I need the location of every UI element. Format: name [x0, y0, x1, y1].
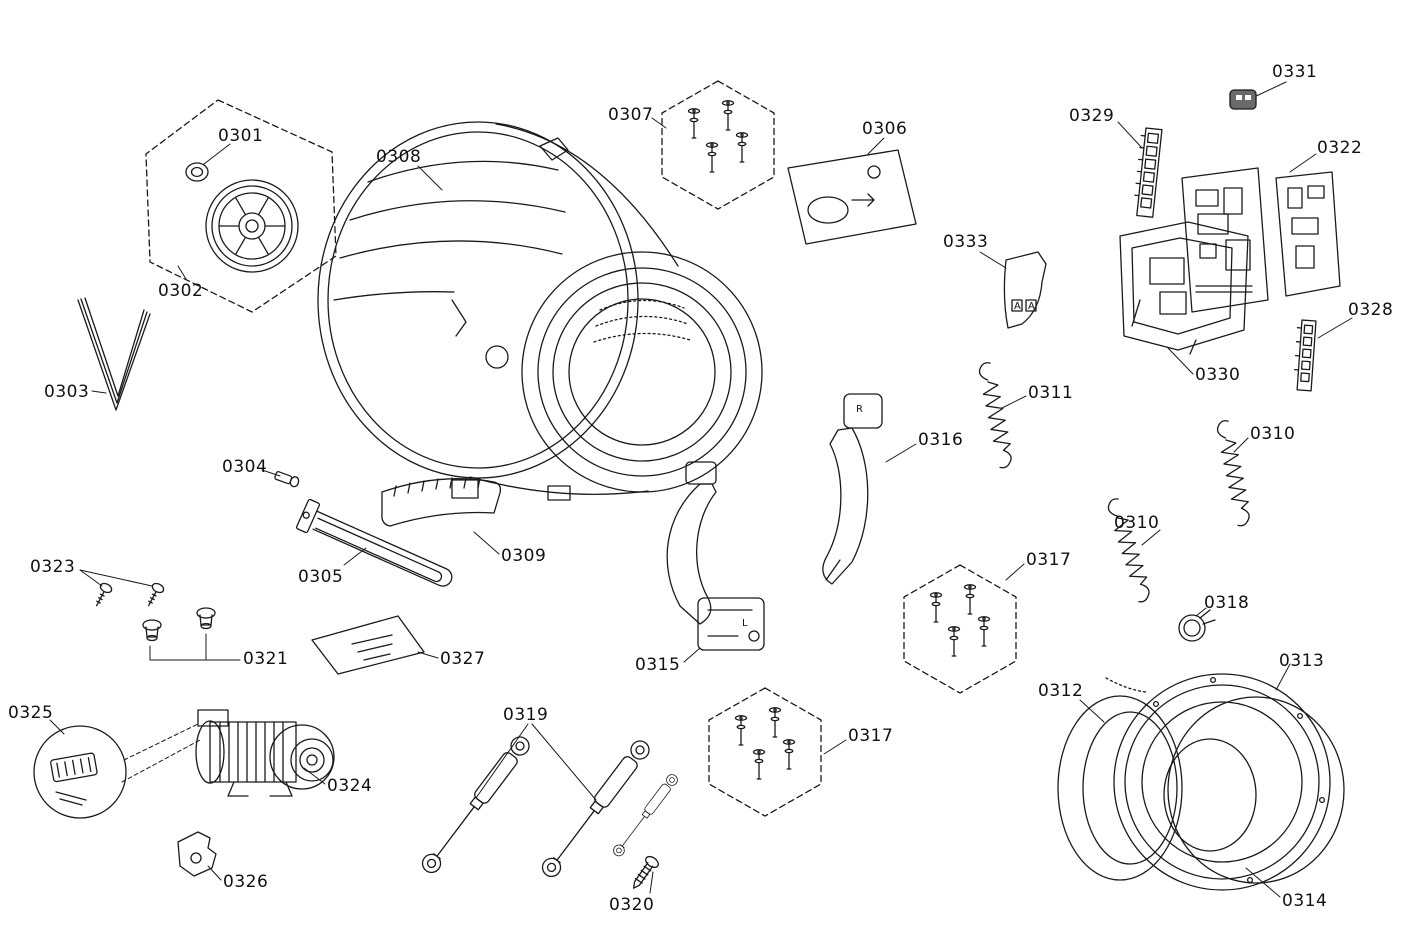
- part-0304-plug: [274, 471, 300, 488]
- part-0308-tub: [317, 121, 763, 501]
- leader-lines: [49, 81, 1353, 898]
- part-0309-vane: [381, 477, 502, 527]
- part-0317-hardware-kit-upper: [904, 565, 1016, 693]
- part-0329-connector-strip: [1134, 127, 1163, 218]
- part-0311-spring: [976, 360, 1016, 470]
- part-0321-bolts: [142, 607, 216, 642]
- part-0301-seal: [185, 162, 209, 182]
- part-0317-hardware-kit-lower: [709, 688, 821, 816]
- part-0327-instruction-sheet: [311, 615, 425, 675]
- part-0313-door-frame: [1113, 673, 1331, 891]
- part-0331-connector-block: [1229, 89, 1257, 110]
- part-0322-pcb-modules: [1181, 167, 1341, 313]
- part-0324-motor: [195, 709, 335, 797]
- part-0316-counterweight-right: [822, 393, 883, 585]
- part-0326-bracket: [177, 831, 217, 877]
- part-0328-connector-strip: [1293, 319, 1317, 392]
- part-0307-hardware-kit: [662, 81, 774, 209]
- part-0315-counterweight-left: [666, 461, 765, 651]
- part-0330-control-module: [1119, 221, 1249, 355]
- part-0320-screw: [632, 855, 659, 889]
- part-0312-door-gasket: [1057, 677, 1183, 881]
- part-0302-pulley-group: [145, 99, 337, 313]
- part-0306-cover: [787, 149, 917, 245]
- part-0303-belt: [77, 297, 151, 411]
- part-0333-bracket: [1003, 251, 1047, 329]
- part-0318-clamp: [1178, 609, 1216, 642]
- part-0310-spring-center: [1104, 496, 1155, 604]
- part-0323-screws: [95, 582, 165, 607]
- part-0314-door-ring: [1167, 696, 1345, 884]
- part-0305-heating-element: [296, 498, 453, 587]
- part-0319-shock-absorbers: [418, 732, 680, 881]
- part-0310-spring-right: [1214, 418, 1254, 528]
- part-0325-connector-detail: [33, 723, 201, 819]
